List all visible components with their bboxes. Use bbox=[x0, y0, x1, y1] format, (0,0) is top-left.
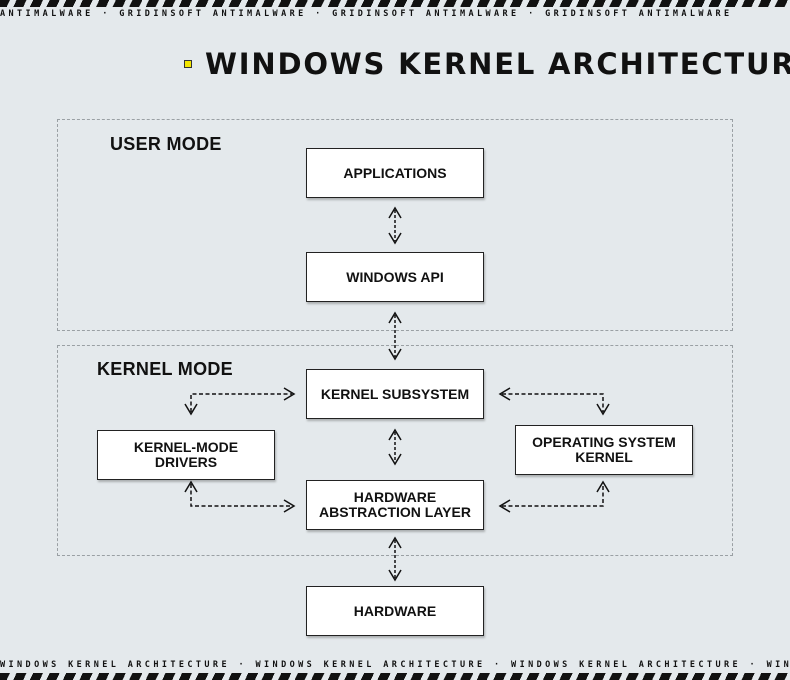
bottom-ticker-text: WINDOWS KERNEL ARCHITECTURE · WINDOWS KE… bbox=[0, 660, 790, 670]
kernel-mode-drivers-box: KERNEL-MODE DRIVERS bbox=[97, 430, 275, 480]
arrow-windows-api-kernel-subsystem bbox=[388, 311, 402, 361]
hardware-abstraction-layer-box: HARDWARE ABSTRACTION LAYER bbox=[306, 480, 484, 530]
windows-api-box: WINDOWS API bbox=[306, 252, 484, 302]
arrow-hal-os-kernel bbox=[498, 480, 610, 513]
top-stripe-decoration bbox=[0, 0, 790, 7]
arrow-drivers-kernel-subsystem bbox=[184, 387, 296, 416]
arrow-kernel-subsystem-hal bbox=[388, 428, 402, 466]
kernel-subsystem-box: KERNEL SUBSYSTEM bbox=[306, 369, 484, 419]
arrow-applications-windows-api bbox=[388, 206, 402, 245]
bottom-stripe-decoration bbox=[0, 673, 790, 680]
operating-system-kernel-box: OPERATING SYSTEM KERNEL bbox=[515, 425, 693, 475]
applications-box: APPLICATIONS bbox=[306, 148, 484, 198]
title-bullet-icon bbox=[184, 60, 192, 68]
arrow-kernel-subsystem-os-kernel bbox=[498, 387, 610, 416]
user-mode-label: USER MODE bbox=[110, 134, 222, 154]
kernel-mode-label: KERNEL MODE bbox=[97, 359, 233, 379]
arrow-hal-hardware bbox=[388, 536, 402, 582]
arrow-drivers-hal bbox=[184, 480, 296, 513]
top-ticker-text: ANTIMALWARE · GRIDINSOFT ANTIMALWARE · G… bbox=[0, 9, 733, 19]
hardware-box: HARDWARE bbox=[306, 586, 484, 636]
page-title: WINDOWS KERNEL ARCHITECTURE bbox=[205, 47, 790, 81]
